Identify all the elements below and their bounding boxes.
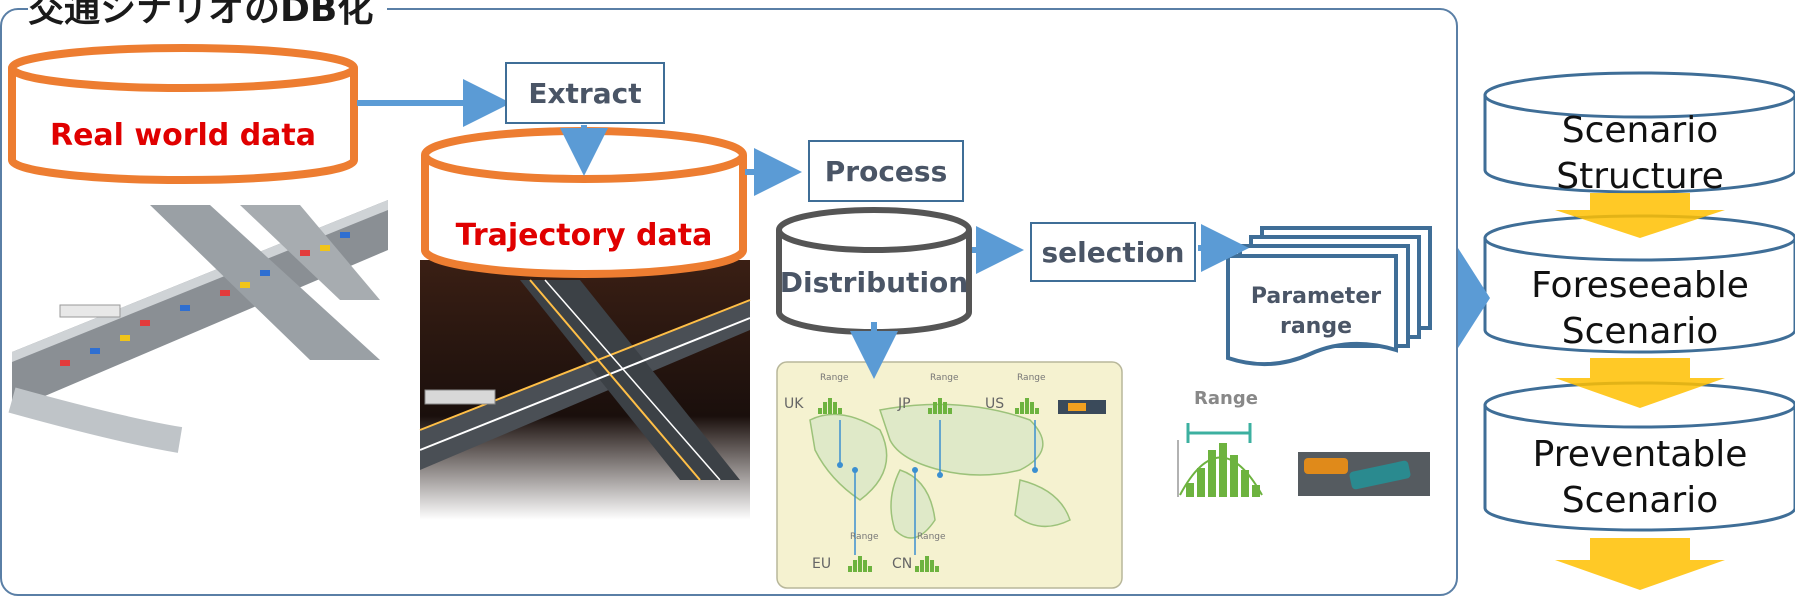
process-box: Process	[808, 140, 964, 202]
extract-box: Extract	[505, 62, 665, 124]
map-range-label-eu: Range	[850, 532, 879, 542]
us-mini-histogram	[1015, 398, 1039, 414]
foreseeable-scenario-label: Foreseeable Scenario	[1485, 263, 1795, 355]
eu-mini-histogram	[848, 556, 872, 572]
map-region-us: US	[985, 396, 1005, 412]
yellow-down-arrow-3	[1555, 538, 1725, 590]
map-region-cn: CN	[892, 556, 913, 572]
range-chart-label: Range	[1194, 388, 1258, 409]
world-map-panel	[776, 361, 1123, 589]
yellow-down-arrow-2	[1555, 358, 1725, 408]
preventable-scenario-line2: Scenario	[1561, 480, 1719, 521]
map-range-label-jp: Range	[930, 373, 959, 383]
foreseeable-scenario-line1: Foreseeable	[1531, 265, 1749, 306]
day-highway-illustration	[8, 200, 396, 453]
page-title: 交通シナリオのDB化	[28, 0, 388, 32]
distribution-cylinder	[776, 207, 972, 335]
preventable-scenario-line1: Preventable	[1532, 434, 1748, 475]
preventable-scenario-label: Preventable Scenario	[1485, 432, 1795, 524]
map-region-eu: EU	[812, 556, 832, 572]
real-world-data-label: Real world data	[49, 117, 317, 153]
scenario-structure-label: Scenario Structure	[1485, 108, 1795, 200]
uk-mini-histogram	[818, 398, 842, 414]
trajectory-data-label: Trajectory data	[455, 217, 713, 253]
scenario-db-frame	[0, 8, 1458, 596]
scenario-structure-cylinder	[1483, 71, 1795, 194]
map-range-label-uk: Range	[820, 373, 849, 383]
parameter-range-document-stack	[1226, 226, 1432, 367]
real-world-data-cylinder	[8, 44, 358, 184]
scenario-structure-line2: Structure	[1556, 156, 1724, 197]
car-overlap-thumbnail	[1298, 452, 1430, 496]
map-range-label-us: Range	[1017, 373, 1046, 383]
yellow-down-arrow-1	[1555, 193, 1725, 238]
night-highway-illustration	[419, 260, 751, 520]
foreseeable-scenario-line2: Scenario	[1561, 311, 1719, 352]
selection-box: selection	[1030, 222, 1196, 282]
blue-chevron-arrow	[1458, 248, 1490, 348]
map-region-uk: UK	[784, 396, 804, 412]
distribution-label: Distribution	[779, 265, 969, 299]
map-region-jp: JP	[898, 396, 911, 412]
cn-mini-histogram	[915, 556, 939, 572]
parameter-range-label: Parameter range	[1236, 282, 1396, 342]
scenario-structure-line1: Scenario	[1561, 110, 1719, 151]
parameter-range-line1: Parameter	[1250, 284, 1382, 309]
map-range-label-cn: Range	[917, 532, 946, 542]
jp-mini-histogram	[928, 398, 952, 414]
range-histogram-chart	[1177, 423, 1263, 497]
parameter-range-line2: range	[1279, 314, 1353, 339]
